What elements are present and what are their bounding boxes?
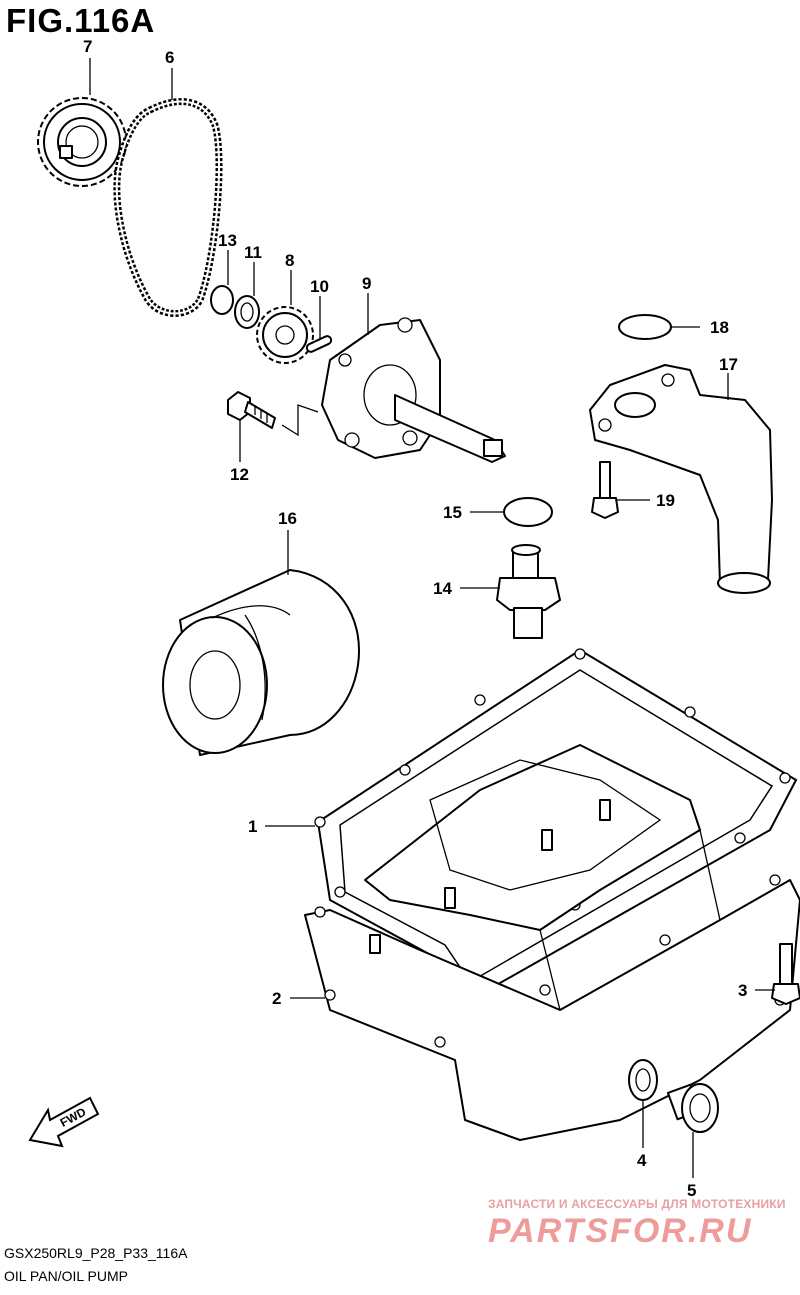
callout-11[interactable]: 11: [244, 243, 262, 262]
part-19-bolt[interactable]: [591, 461, 619, 519]
callout-15[interactable]: 15: [443, 503, 462, 522]
part-18-o-ring[interactable]: [618, 314, 672, 340]
part-2-oil-pan[interactable]: [304, 744, 800, 1141]
figure-code: GSX250RL9_P28_P33_116A: [4, 1245, 188, 1261]
figure-caption: OIL PAN/OIL PUMP: [4, 1268, 128, 1284]
part-10-pin[interactable]: [305, 335, 333, 353]
part-13-circlip[interactable]: [210, 285, 234, 315]
watermark-subtitle: ЗАПЧАСТИ И АКСЕССУАРЫ ДЛЯ МОТОТЕХНИКИ: [488, 1197, 786, 1211]
leader-lines: [89, 58, 775, 1178]
part-16-oil-filter[interactable]: [162, 569, 360, 756]
callout-16[interactable]: 16: [278, 509, 297, 528]
callout-6[interactable]: 6: [165, 48, 174, 67]
callout-3[interactable]: 3: [738, 981, 747, 1000]
part-4-washer[interactable]: [628, 1059, 658, 1101]
part-15-o-ring[interactable]: [503, 497, 553, 527]
callout-9[interactable]: 9: [362, 274, 371, 293]
callout-19[interactable]: 19: [656, 491, 675, 510]
part-3-bolt[interactable]: [771, 943, 800, 1005]
callout-10[interactable]: 10: [310, 277, 329, 296]
callout-5[interactable]: 5: [687, 1181, 696, 1200]
callout-17[interactable]: 17: [719, 355, 738, 374]
part-8-gear[interactable]: [256, 306, 314, 364]
part-12-bolt[interactable]: [227, 391, 276, 429]
callout-2[interactable]: 2: [272, 989, 281, 1008]
callout-12[interactable]: 12: [230, 465, 249, 484]
callout-8[interactable]: 8: [285, 251, 294, 270]
part-7-sprocket[interactable]: [37, 97, 127, 187]
part-9-oil-pump[interactable]: [321, 317, 506, 463]
part-17-oil-strainer[interactable]: [589, 364, 773, 594]
callout-13[interactable]: 13: [218, 231, 237, 250]
callout-4[interactable]: 4: [637, 1151, 647, 1170]
part-6-chain[interactable]: [113, 98, 223, 317]
watermark-logo: PARTSFOR.RU: [488, 1212, 753, 1250]
callout-7[interactable]: 7: [83, 37, 92, 56]
figure-title: FIG.116A: [6, 2, 156, 39]
callout-14[interactable]: 14: [433, 579, 452, 598]
part-1-gasket[interactable]: [314, 648, 798, 1002]
part-14-oil-pressure-switch[interactable]: [496, 544, 561, 639]
callout-1[interactable]: 1: [248, 817, 257, 836]
fwd-direction-arrow: FWD: [28, 1096, 100, 1148]
bolt-12-install-path: [281, 404, 319, 437]
part-11-washer[interactable]: [234, 295, 260, 329]
part-5-drain-plug[interactable]: [666, 1083, 719, 1133]
callout-18[interactable]: 18: [710, 318, 729, 337]
